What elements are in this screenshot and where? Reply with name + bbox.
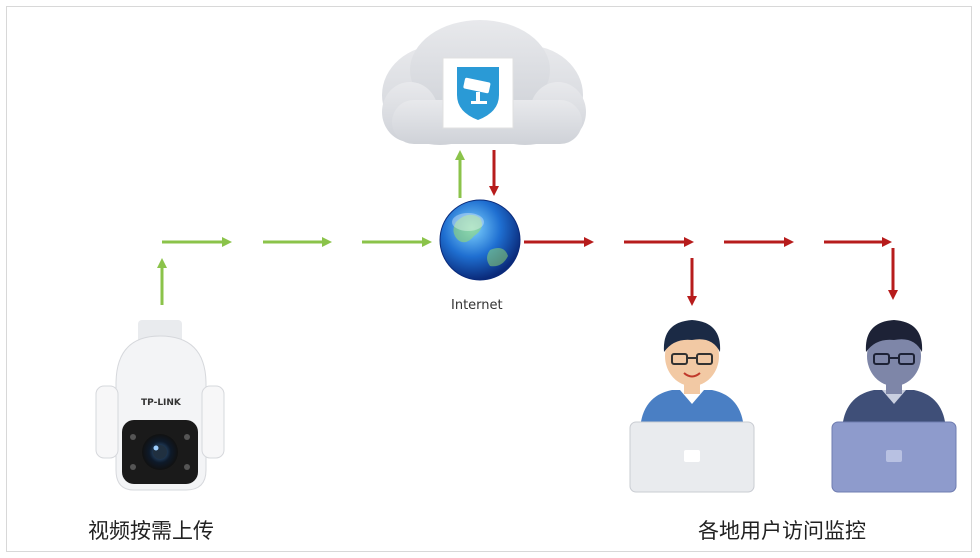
camera-caption: 视频按需上传: [88, 519, 214, 543]
upload-path: [157, 150, 465, 305]
users-caption: 各地用户访问监控: [698, 519, 866, 543]
user-with-laptop-icon: [629, 320, 755, 493]
globe-icon: [439, 199, 521, 281]
camera-brand-label: TP-LINK: [141, 398, 181, 408]
ptz-camera-icon: [95, 320, 225, 491]
download-path: [489, 150, 898, 306]
diagram-frame: [6, 6, 972, 552]
internet-label: Internet: [451, 298, 503, 313]
security-camera-shield-icon: [442, 57, 514, 129]
user-with-laptop-icon: [831, 320, 957, 493]
